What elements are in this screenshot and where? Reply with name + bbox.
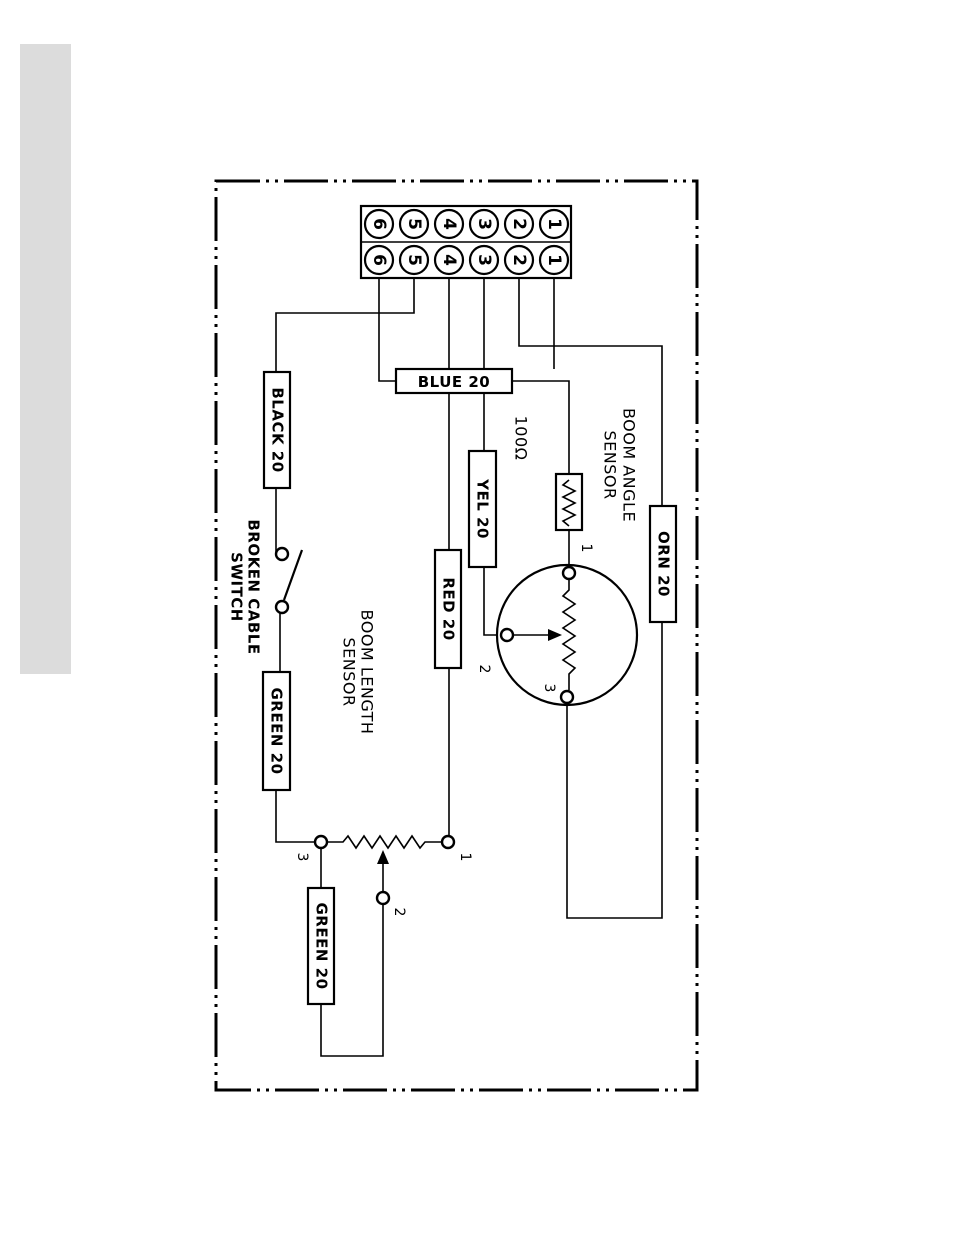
connector-block: 1 2 3 4 5 6 1 2 3 4 5 6: [361, 206, 571, 278]
wire-yellow-label: YEL 20: [474, 478, 492, 539]
boom-length-label-line1: BOOM LENGTH: [358, 610, 377, 735]
connector-pin-label: 1: [544, 254, 564, 266]
wire-orange-label: ORN 20: [655, 531, 673, 597]
length-pin-2-label: 2: [391, 908, 407, 917]
wire-yellow-box: YEL 20: [469, 451, 496, 567]
boom-angle-label-line1: BOOM ANGLE: [620, 408, 639, 522]
wire-green-bottom-box: GREEN 20: [308, 888, 334, 1004]
wire-green-top-label: GREEN 20: [268, 687, 286, 774]
connector-pin-label: 3: [474, 218, 494, 230]
wire-green-bottom-label: GREEN 20: [313, 902, 331, 989]
length-terminal-1: [442, 836, 454, 848]
length-pin-1-label: 1: [457, 853, 473, 862]
connector-pin-label: 1: [544, 218, 564, 230]
switch-terminal-top: [276, 548, 288, 560]
length-terminal-2: [377, 892, 389, 904]
boom-length-potentiometer: [315, 836, 454, 904]
boom-length-label-line2: SENSOR: [340, 637, 359, 706]
wire-orange-box: ORN 20: [650, 506, 676, 622]
resistor-value-label: 100Ω: [512, 416, 531, 461]
broken-cable-switch: [276, 548, 302, 613]
boom-angle-label-line2: SENSOR: [601, 430, 620, 499]
connector-pin-label: 5: [404, 218, 424, 230]
broken-cable-label-line1: BROKEN CABLE: [245, 519, 263, 654]
angle-pin-1-label: 1: [578, 544, 594, 553]
connector-pin-label: 5: [404, 254, 424, 266]
angle-terminal-2: [501, 629, 513, 641]
wire-red-box: RED 20: [435, 550, 461, 668]
angle-pin-3-label: 3: [541, 684, 557, 693]
connector-pin-label: 2: [509, 254, 529, 266]
wire-blue-box: BLUE 20: [396, 369, 512, 393]
wire-red-label: RED 20: [440, 577, 458, 640]
length-pin-3-label: 3: [294, 853, 310, 862]
resistor-100-ohm: [556, 474, 582, 530]
length-terminal-3: [315, 836, 327, 848]
wire-blue-label: BLUE 20: [418, 373, 490, 391]
wire-black-box: BLACK 20: [264, 372, 290, 488]
connector-pin-label: 4: [439, 218, 459, 230]
connector-pin-label: 2: [509, 218, 529, 230]
angle-pin-2-label: 2: [476, 665, 492, 674]
wire-green-top-box: GREEN 20: [263, 672, 290, 790]
angle-terminal-1: [563, 567, 575, 579]
wire-black-label: BLACK 20: [269, 387, 287, 472]
boom-angle-sensor: [497, 565, 637, 705]
switch-terminal-bottom: [276, 601, 288, 613]
connector-pin-label: 6: [369, 254, 389, 266]
connector-pin-label: 4: [439, 254, 459, 266]
connector-pin-label: 3: [474, 254, 494, 266]
connector-pin-label: 6: [369, 218, 389, 230]
broken-cable-label-line2: SWITCH: [228, 552, 246, 622]
angle-terminal-3: [561, 691, 573, 703]
